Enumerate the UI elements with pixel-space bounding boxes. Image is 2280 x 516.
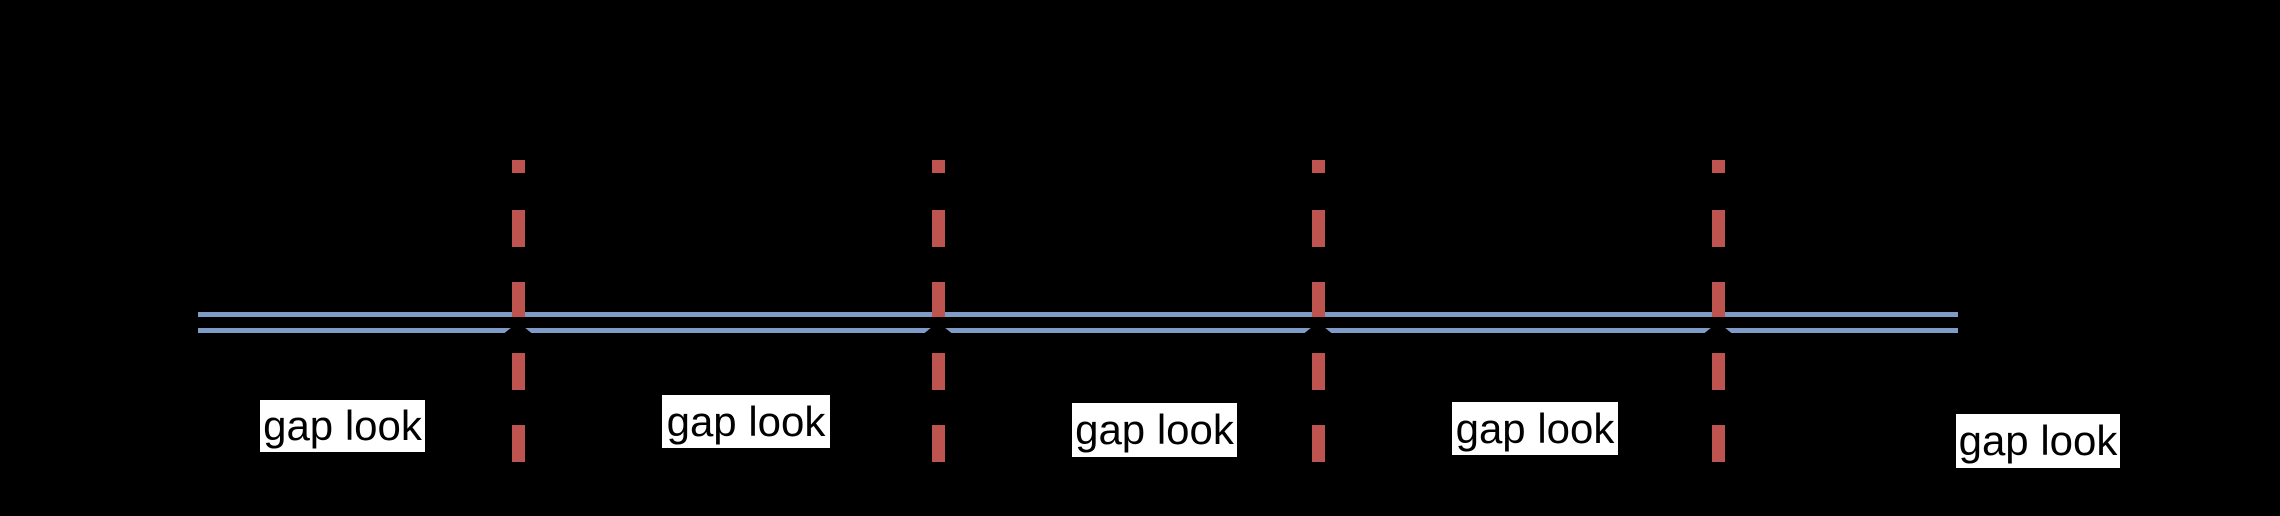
gap-look-label: gap look (1452, 402, 1618, 455)
dash-segment (1711, 425, 1725, 462)
dash-segment (511, 353, 525, 390)
timeline-upper-line (198, 312, 1958, 317)
caret-up-icon (1301, 322, 1335, 336)
dash-segment (1711, 210, 1725, 247)
dash-segment (1711, 282, 1725, 317)
gap-marker-dashed-line (1311, 160, 1325, 462)
gap-marker-dashed-line (511, 160, 525, 462)
gap-look-label: gap look (662, 395, 830, 448)
dash-segment (1311, 160, 1325, 173)
gap-marker-dashed-line (1711, 160, 1725, 462)
dash-segment (1311, 425, 1325, 462)
gap-look-label: gap look (1072, 403, 1237, 457)
dash-segment (1311, 282, 1325, 317)
gap-marker-dashed-line (931, 160, 945, 462)
timeline-lower-line (198, 328, 1958, 333)
gap-look-label: gap look (260, 400, 425, 452)
dash-segment (931, 425, 945, 462)
gap-look-label: gap look (1956, 414, 2120, 468)
dash-segment (931, 210, 945, 247)
dash-segment (511, 160, 525, 173)
dash-segment (931, 160, 945, 173)
dash-segment (511, 425, 525, 462)
dash-segment (511, 210, 525, 247)
dash-segment (931, 353, 945, 390)
caret-up-icon (501, 322, 535, 336)
dash-segment (1311, 353, 1325, 390)
caret-up-icon (1701, 322, 1735, 336)
dash-segment (511, 282, 525, 317)
dash-segment (1711, 353, 1725, 390)
caret-up-icon (921, 322, 955, 336)
dash-segment (1311, 210, 1325, 247)
dash-segment (931, 282, 945, 317)
dash-segment (1711, 160, 1725, 173)
